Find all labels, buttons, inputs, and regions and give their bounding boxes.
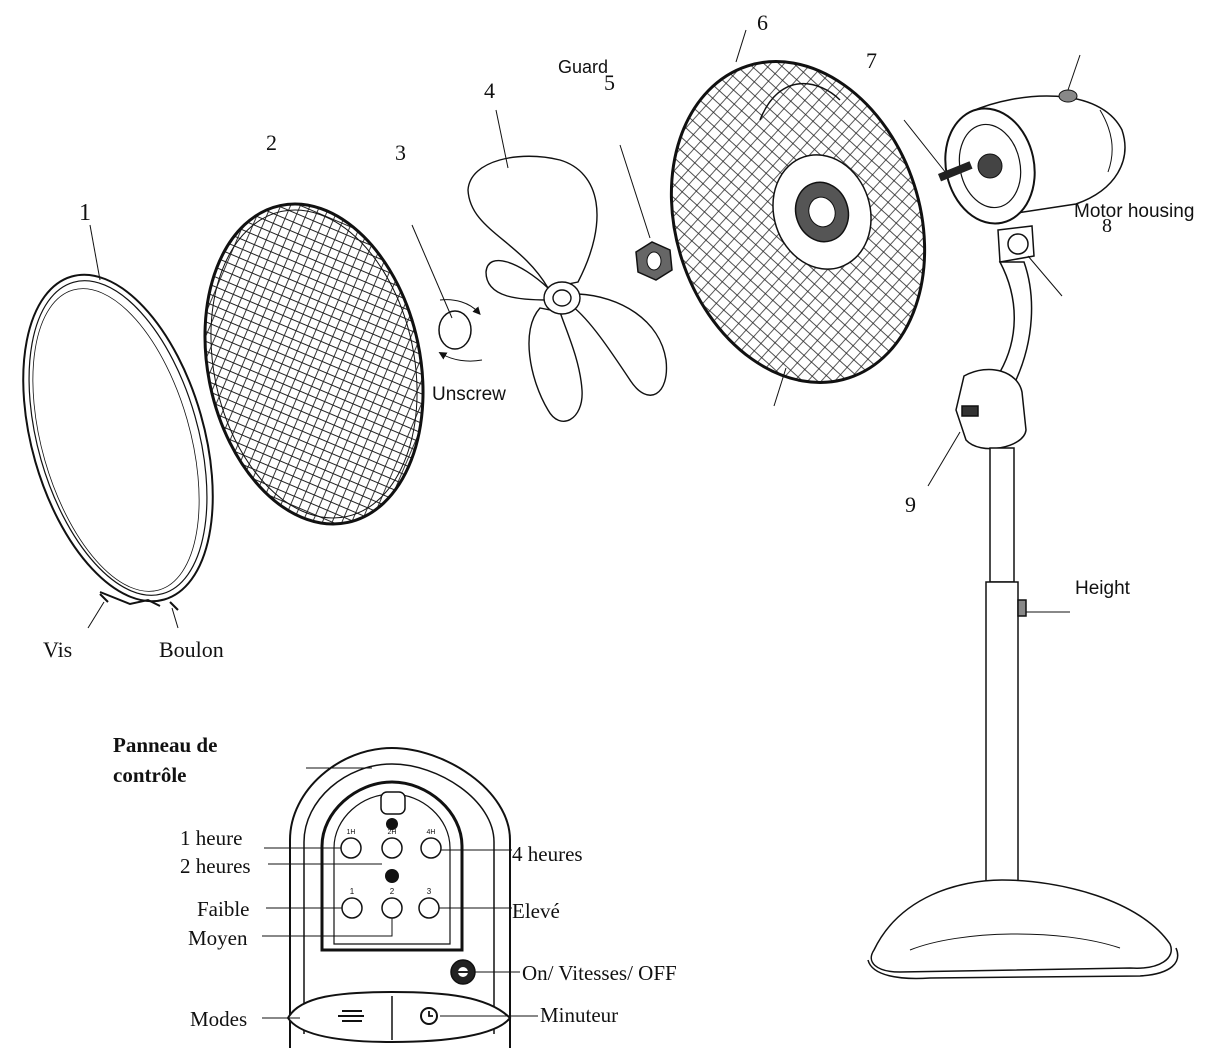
boulon-label: Boulon bbox=[159, 637, 224, 662]
label-2-heures: 2 heures bbox=[180, 854, 251, 878]
control-panel-title-line1: Panneau de bbox=[113, 733, 217, 757]
timer-1h-button[interactable]: 1H bbox=[340, 829, 362, 859]
speed-high-glyph: 3 bbox=[427, 887, 432, 896]
control-panel: Panneau de contrôle 1H 2H 4H 1 bbox=[113, 733, 677, 1048]
leader-1 bbox=[89, 224, 101, 281]
timer-button[interactable] bbox=[420, 1007, 438, 1025]
tilt-bracket bbox=[997, 225, 1063, 382]
part-number-1: 1 bbox=[79, 200, 91, 226]
power-speed-dial[interactable] bbox=[450, 959, 476, 985]
control-panel-leaders bbox=[262, 847, 538, 1019]
speed-mid-button[interactable]: 2 bbox=[381, 887, 403, 919]
unscrew-label: Unscrew bbox=[432, 384, 506, 405]
motor-housing-label: Motor housing bbox=[1074, 201, 1194, 222]
spinner-cap bbox=[411, 224, 483, 362]
timer-2h-glyph: 2H bbox=[388, 829, 397, 836]
label-4-heures: 4 heures bbox=[512, 842, 583, 866]
part-number-5: 5 bbox=[604, 70, 615, 95]
part-number-7: 7 bbox=[866, 48, 877, 73]
fan-blade bbox=[467, 109, 668, 422]
label-1-heure: 1 heure bbox=[180, 826, 242, 850]
speed-low-button[interactable]: 1 bbox=[341, 887, 363, 919]
part-number-2: 2 bbox=[266, 130, 277, 155]
stand-base bbox=[867, 879, 1179, 980]
motor-housing bbox=[938, 54, 1126, 225]
guard-label: Guard bbox=[558, 57, 608, 77]
label-minuteur: Minuteur bbox=[540, 1003, 618, 1027]
control-box bbox=[927, 368, 1027, 487]
part-number-6: 6 bbox=[757, 10, 768, 35]
timer-4h-glyph: 4H bbox=[427, 829, 436, 836]
part-number-4: 4 bbox=[484, 78, 495, 103]
label-faible: Faible bbox=[197, 897, 250, 921]
timer-1h-glyph: 1H bbox=[347, 829, 356, 836]
speed-high-button[interactable]: 3 bbox=[418, 887, 440, 919]
leader-7 bbox=[903, 119, 951, 179]
rear-grille bbox=[669, 29, 927, 407]
timer-2h-button[interactable]: 2H bbox=[381, 829, 403, 859]
part-number-3: 3 bbox=[395, 140, 406, 165]
front-grille bbox=[203, 202, 425, 526]
part-number-8: 8 bbox=[1102, 215, 1112, 237]
part-number-9: 9 bbox=[905, 492, 916, 517]
front-ring bbox=[22, 273, 214, 629]
control-panel-title-line2: contrôle bbox=[113, 763, 186, 787]
label-moyen: Moyen bbox=[188, 926, 248, 950]
modes-button[interactable] bbox=[338, 1010, 364, 1022]
locking-nut bbox=[619, 144, 673, 281]
vis-label: Vis bbox=[43, 637, 72, 662]
speed-mid-glyph: 2 bbox=[390, 887, 395, 896]
label-modes: Modes bbox=[190, 1007, 247, 1031]
label-eleve: Elevé bbox=[512, 899, 560, 923]
timer-4h-button[interactable]: 4H bbox=[420, 829, 442, 859]
label-on-vitesses-off: On/ Vitesses/ OFF bbox=[522, 961, 677, 985]
speed-low-glyph: 1 bbox=[350, 887, 355, 896]
height-label: Height bbox=[1075, 578, 1131, 599]
stand-pole bbox=[985, 447, 1070, 905]
